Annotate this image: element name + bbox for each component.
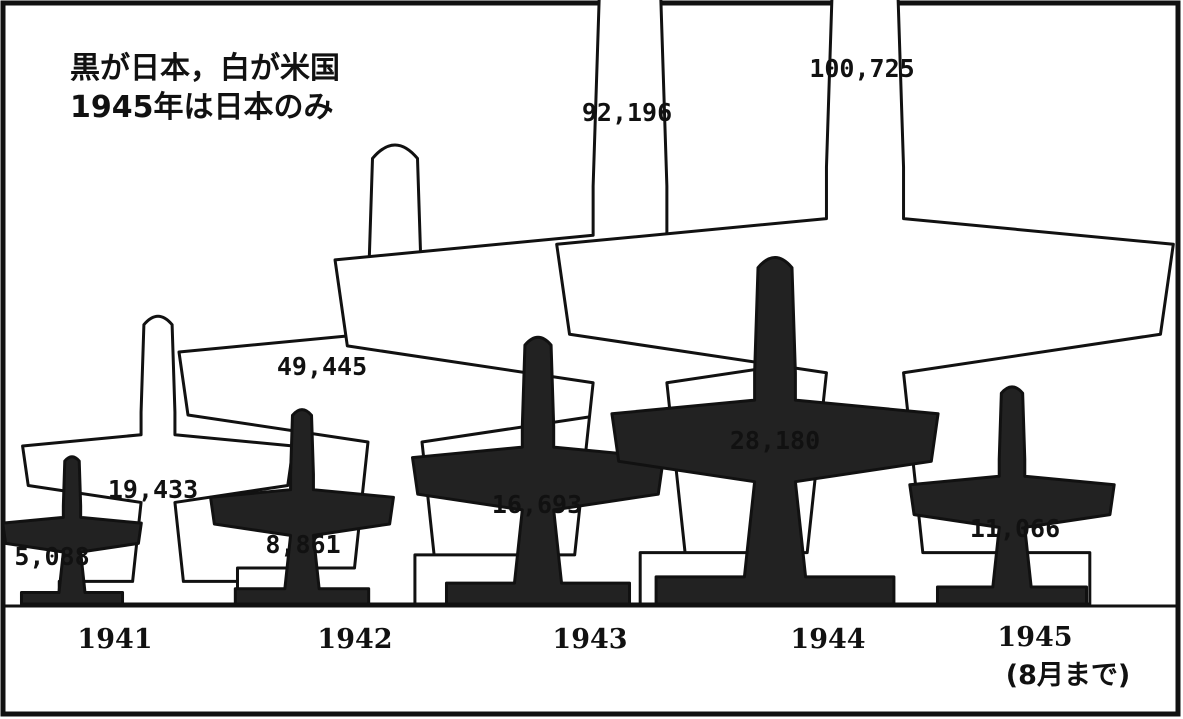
japan-value-label-1944: 28,180 xyxy=(730,426,820,455)
usa-value-label-1943: 92,196 xyxy=(582,98,672,127)
x-tick-label-1944: 1944 xyxy=(790,624,865,655)
usa-value-label-1942: 49,445 xyxy=(277,352,367,381)
japan-value-labels: 5,088 8,861 16,693 28,180 11,066 xyxy=(14,426,1060,571)
legend-line-2: 1945年は日本のみ xyxy=(70,90,334,125)
x-tick-label-1943: 1943 xyxy=(552,624,627,655)
usa-value-label-1941: 19,433 xyxy=(108,475,198,504)
usa-value-labels: 19,433 49,445 92,196 100,725 xyxy=(108,54,915,504)
legend-line-1: 黒が日本，白が米国 xyxy=(70,51,340,86)
x-tick-label-1941: 1941 xyxy=(77,624,152,655)
japan-value-label-1941: 5,088 xyxy=(14,542,89,571)
x-axis-tick-labels: 1941 1942 1943 1944 1945 (8月まで) xyxy=(77,622,1130,691)
japan-value-label-1942: 8,861 xyxy=(265,530,340,559)
japan-value-label-1943: 16,693 xyxy=(492,490,582,519)
x-tick-label-1942: 1942 xyxy=(317,624,392,655)
japan-value-label-1945: 11,066 xyxy=(970,514,1060,543)
x-tick-label-1945: 1945 xyxy=(997,622,1072,653)
legend: 黒が日本，白が米国 1945年は日本のみ xyxy=(70,51,340,125)
x-tick-note-1945: (8月まで) xyxy=(1006,660,1130,691)
usa-value-label-1944: 100,725 xyxy=(809,54,914,83)
